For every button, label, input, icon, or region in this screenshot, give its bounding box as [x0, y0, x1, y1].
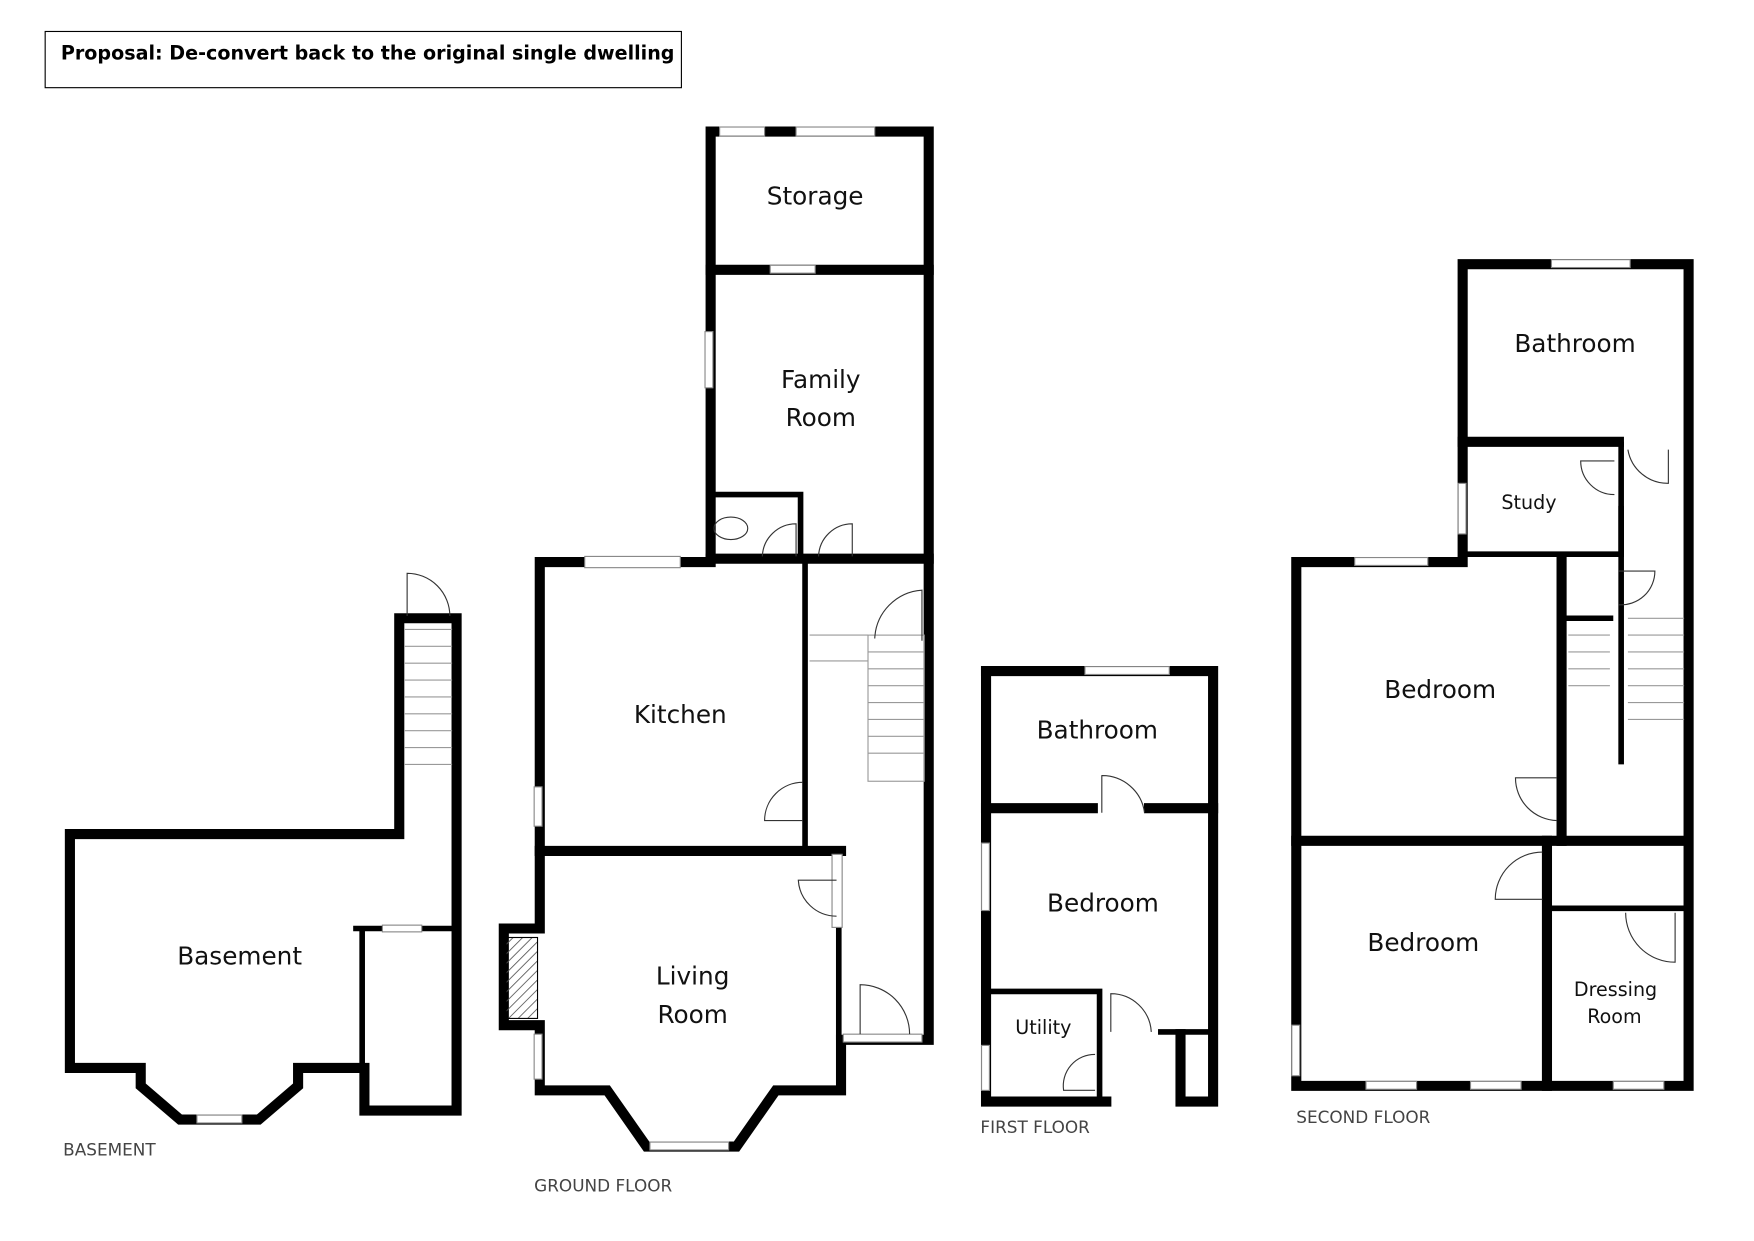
floor-label-second: SECOND FLOOR: [1296, 1107, 1430, 1127]
room-label-second-bedroom-2: Bedroom: [1367, 928, 1479, 957]
title-box: Proposal: De-convert back to the origina…: [44, 30, 682, 89]
room-label-first-bedroom: Bedroom: [1047, 889, 1159, 918]
floor-label-first: FIRST FLOOR: [980, 1117, 1090, 1137]
floor-label-ground: GROUND FLOOR: [534, 1176, 672, 1196]
room-label-kitchen: Kitchen: [634, 700, 727, 729]
second-floor-plan: Bathroom Study Bedroom Bedroom Dressing …: [1291, 259, 1694, 1127]
room-label-storage: Storage: [767, 182, 864, 211]
room-label-first-bathroom: Bathroom: [1037, 716, 1158, 745]
proposal-title: Proposal: De-convert back to the origina…: [61, 42, 675, 65]
first-floor-plan: Bathroom Bedroom Utility FIRST FLOOR: [980, 666, 1219, 1137]
room-label-dressing: Dressing: [1574, 978, 1657, 1001]
room-label-basement: Basement: [177, 941, 302, 970]
room-label-second-bathroom: Bathroom: [1514, 329, 1635, 358]
basement-plan: Basement BASEMENT: [63, 572, 462, 1160]
floor-label-basement: BASEMENT: [63, 1140, 156, 1160]
room-label-study: Study: [1501, 491, 1556, 514]
room-label-living-room: Room: [657, 1000, 727, 1029]
ground-floor-plan: Storage Family Room Kitchen Living Room …: [498, 126, 934, 1196]
room-label-family-room: Room: [786, 403, 856, 432]
room-label-dressing-room: Room: [1587, 1005, 1641, 1028]
room-label-living: Living: [656, 962, 730, 991]
room-label-second-bedroom-1: Bedroom: [1384, 675, 1496, 704]
room-label-utility: Utility: [1015, 1016, 1071, 1039]
room-label-family: Family: [781, 365, 861, 394]
